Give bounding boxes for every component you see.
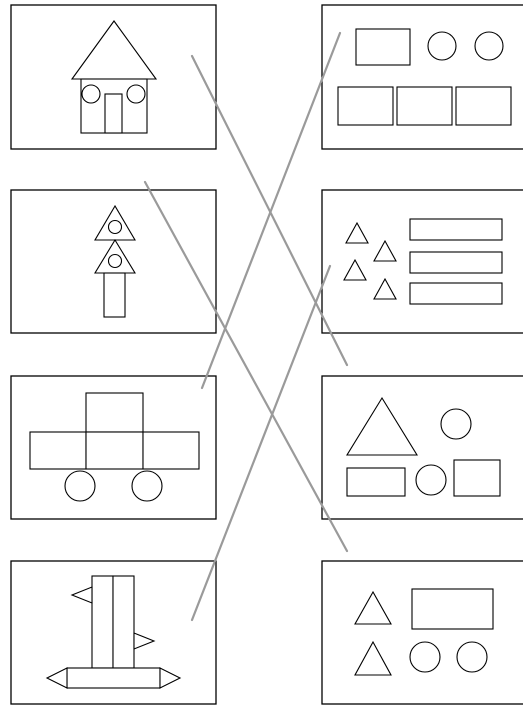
rectangle-shape — [397, 87, 452, 125]
rectangle-shape — [347, 468, 405, 496]
circle-shape — [475, 32, 503, 60]
right-card-shapes-1[interactable] — [322, 5, 523, 149]
circle-shape — [416, 465, 446, 495]
rectangle-shape — [412, 589, 493, 629]
vehicle-top-square — [86, 393, 143, 432]
rectangle-shape — [454, 460, 500, 496]
circle-shape — [428, 32, 456, 60]
tower-base-rectangle — [104, 273, 125, 317]
left-card-house[interactable] — [11, 5, 216, 149]
rectangle-shape — [338, 87, 393, 125]
rectangle-shape — [356, 29, 410, 65]
match-line-vehicle-to-shapes-1 — [202, 33, 340, 388]
vehicle-body-left — [30, 432, 86, 469]
left-card-rocket[interactable] — [11, 561, 216, 704]
vehicle-body-right — [143, 432, 199, 469]
tower-middle-circle — [109, 255, 122, 268]
right-card-shapes-2[interactable] — [322, 190, 523, 333]
circle-shape — [410, 642, 440, 672]
right-card-shapes-3[interactable] — [322, 376, 523, 519]
rectangle-shape — [410, 219, 502, 240]
rocket-body-left — [92, 576, 113, 668]
house-door-rectangle — [105, 94, 122, 133]
vehicle-wheel-left — [65, 471, 95, 501]
rectangle-shape — [410, 252, 502, 273]
vehicle-body-middle — [86, 432, 143, 469]
rocket-base-rectangle — [67, 668, 160, 688]
rectangle-shape — [456, 87, 511, 125]
rocket-body-right — [113, 576, 134, 668]
house-window-circle-left — [82, 85, 100, 103]
left-card-vehicle[interactable] — [11, 376, 216, 519]
circle-shape — [457, 642, 487, 672]
circle-shape — [441, 409, 471, 439]
house-window-circle-right — [127, 85, 145, 103]
tower-top-circle — [109, 221, 122, 234]
vehicle-wheel-right — [132, 471, 162, 501]
rectangle-shape — [410, 283, 502, 304]
left-card-tower[interactable] — [11, 190, 216, 333]
right-card-shapes-4[interactable] — [322, 561, 523, 704]
